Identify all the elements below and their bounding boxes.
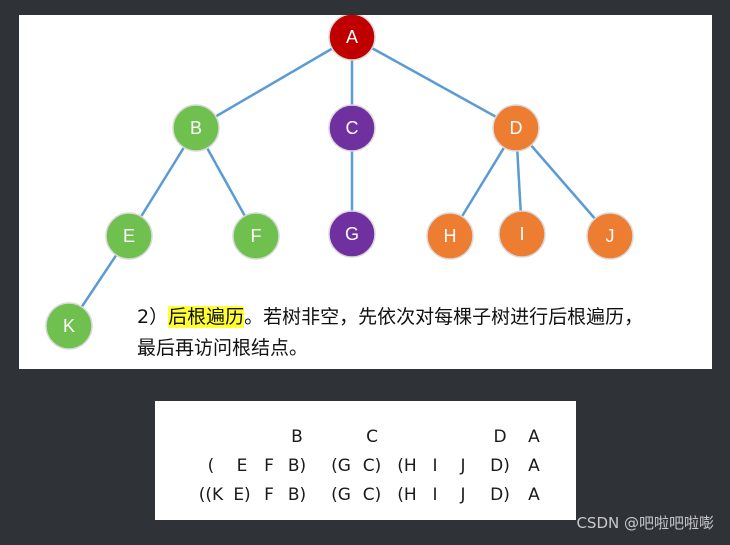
sequence-token: E) xyxy=(233,485,250,505)
watermark: CSDN @吧啦吧啦嘭 xyxy=(576,514,714,532)
sequence-row-3: ((K E) F B) (G C) (H I J D) A xyxy=(199,485,540,505)
node-circle xyxy=(328,15,376,61)
node-i: I xyxy=(498,210,546,258)
sequence-token: (H xyxy=(397,485,416,505)
sequence-token: C xyxy=(366,427,378,447)
sequence-token: (H xyxy=(397,456,416,476)
sequence-token: I xyxy=(432,456,437,476)
tree-diagram-panel: A B C D E F G H I J K 2）后根遍历。若树非空，先依次对每棵子树进行后根遍历，最… xyxy=(19,15,712,369)
sequence-token: D) xyxy=(490,456,510,476)
node-a: A xyxy=(328,15,376,61)
node-f: F xyxy=(232,212,280,260)
sequence-token: (G xyxy=(331,485,351,505)
node-label: H xyxy=(444,226,457,246)
node-label: J xyxy=(606,226,615,246)
sequence-token: A xyxy=(528,485,540,505)
sequence-token: E xyxy=(237,456,248,476)
sequence-token: J xyxy=(459,456,465,476)
caption-highlight: 后根遍历 xyxy=(168,306,245,328)
node-circle xyxy=(426,212,474,260)
caption-rest: 。若树非空，先依次对每棵子树进行后根遍历，最后再访问根结点。 xyxy=(137,306,644,359)
node-label: I xyxy=(519,224,524,244)
node-circle xyxy=(492,104,540,152)
edge-a-b xyxy=(195,35,353,130)
sequence-token: J xyxy=(459,485,465,505)
node-circle xyxy=(232,212,280,260)
node-j: J xyxy=(586,212,634,260)
node-label: F xyxy=(251,226,262,246)
node-label: C xyxy=(346,118,359,138)
node-circle xyxy=(45,302,93,350)
node-circle xyxy=(328,210,376,258)
sequence-token: F xyxy=(264,485,274,505)
tree-diagram: A B C D E F G H I J K xyxy=(45,15,634,350)
sequence-token: A xyxy=(528,456,540,476)
node-c: C xyxy=(328,104,376,152)
node-circle xyxy=(498,210,546,258)
sequence-token: D xyxy=(493,427,506,447)
edge-d-j xyxy=(515,127,611,237)
edge-a-d xyxy=(351,35,517,130)
node-label: B xyxy=(190,118,202,138)
sequence-token: I xyxy=(432,485,437,505)
node-e: E xyxy=(105,212,153,260)
sequence-token: C) xyxy=(363,456,382,476)
sequence-token: C) xyxy=(363,485,382,505)
node-label: G xyxy=(345,224,359,244)
sequence-token: ( xyxy=(208,456,215,476)
node-label: A xyxy=(346,27,358,47)
node-circle xyxy=(172,104,220,152)
node-b: B xyxy=(172,104,220,152)
node-label: D xyxy=(510,118,523,138)
sequence-token: A xyxy=(528,427,540,447)
sequence-token: B xyxy=(291,427,303,447)
node-label: E xyxy=(123,226,135,246)
sequence-token: (G xyxy=(331,456,351,476)
sequence-token: D) xyxy=(490,485,510,505)
sequence-token: F xyxy=(264,456,274,476)
node-h: H xyxy=(426,212,474,260)
node-circle xyxy=(328,104,376,152)
sequence-token: B) xyxy=(288,485,306,505)
caption-text: 2）后根遍历。若树非空，先依次对每棵子树进行后根遍历，最后再访问根结点。 xyxy=(137,302,657,364)
node-g: G xyxy=(328,210,376,258)
node-d: D xyxy=(492,104,540,152)
node-k: K xyxy=(45,302,93,350)
node-circle xyxy=(586,212,634,260)
caption-prefix: 2） xyxy=(137,306,169,328)
sequence-token: ((K xyxy=(199,485,224,505)
node-label: K xyxy=(63,316,75,336)
node-circle xyxy=(105,212,153,260)
sequence-token: B) xyxy=(288,456,306,476)
